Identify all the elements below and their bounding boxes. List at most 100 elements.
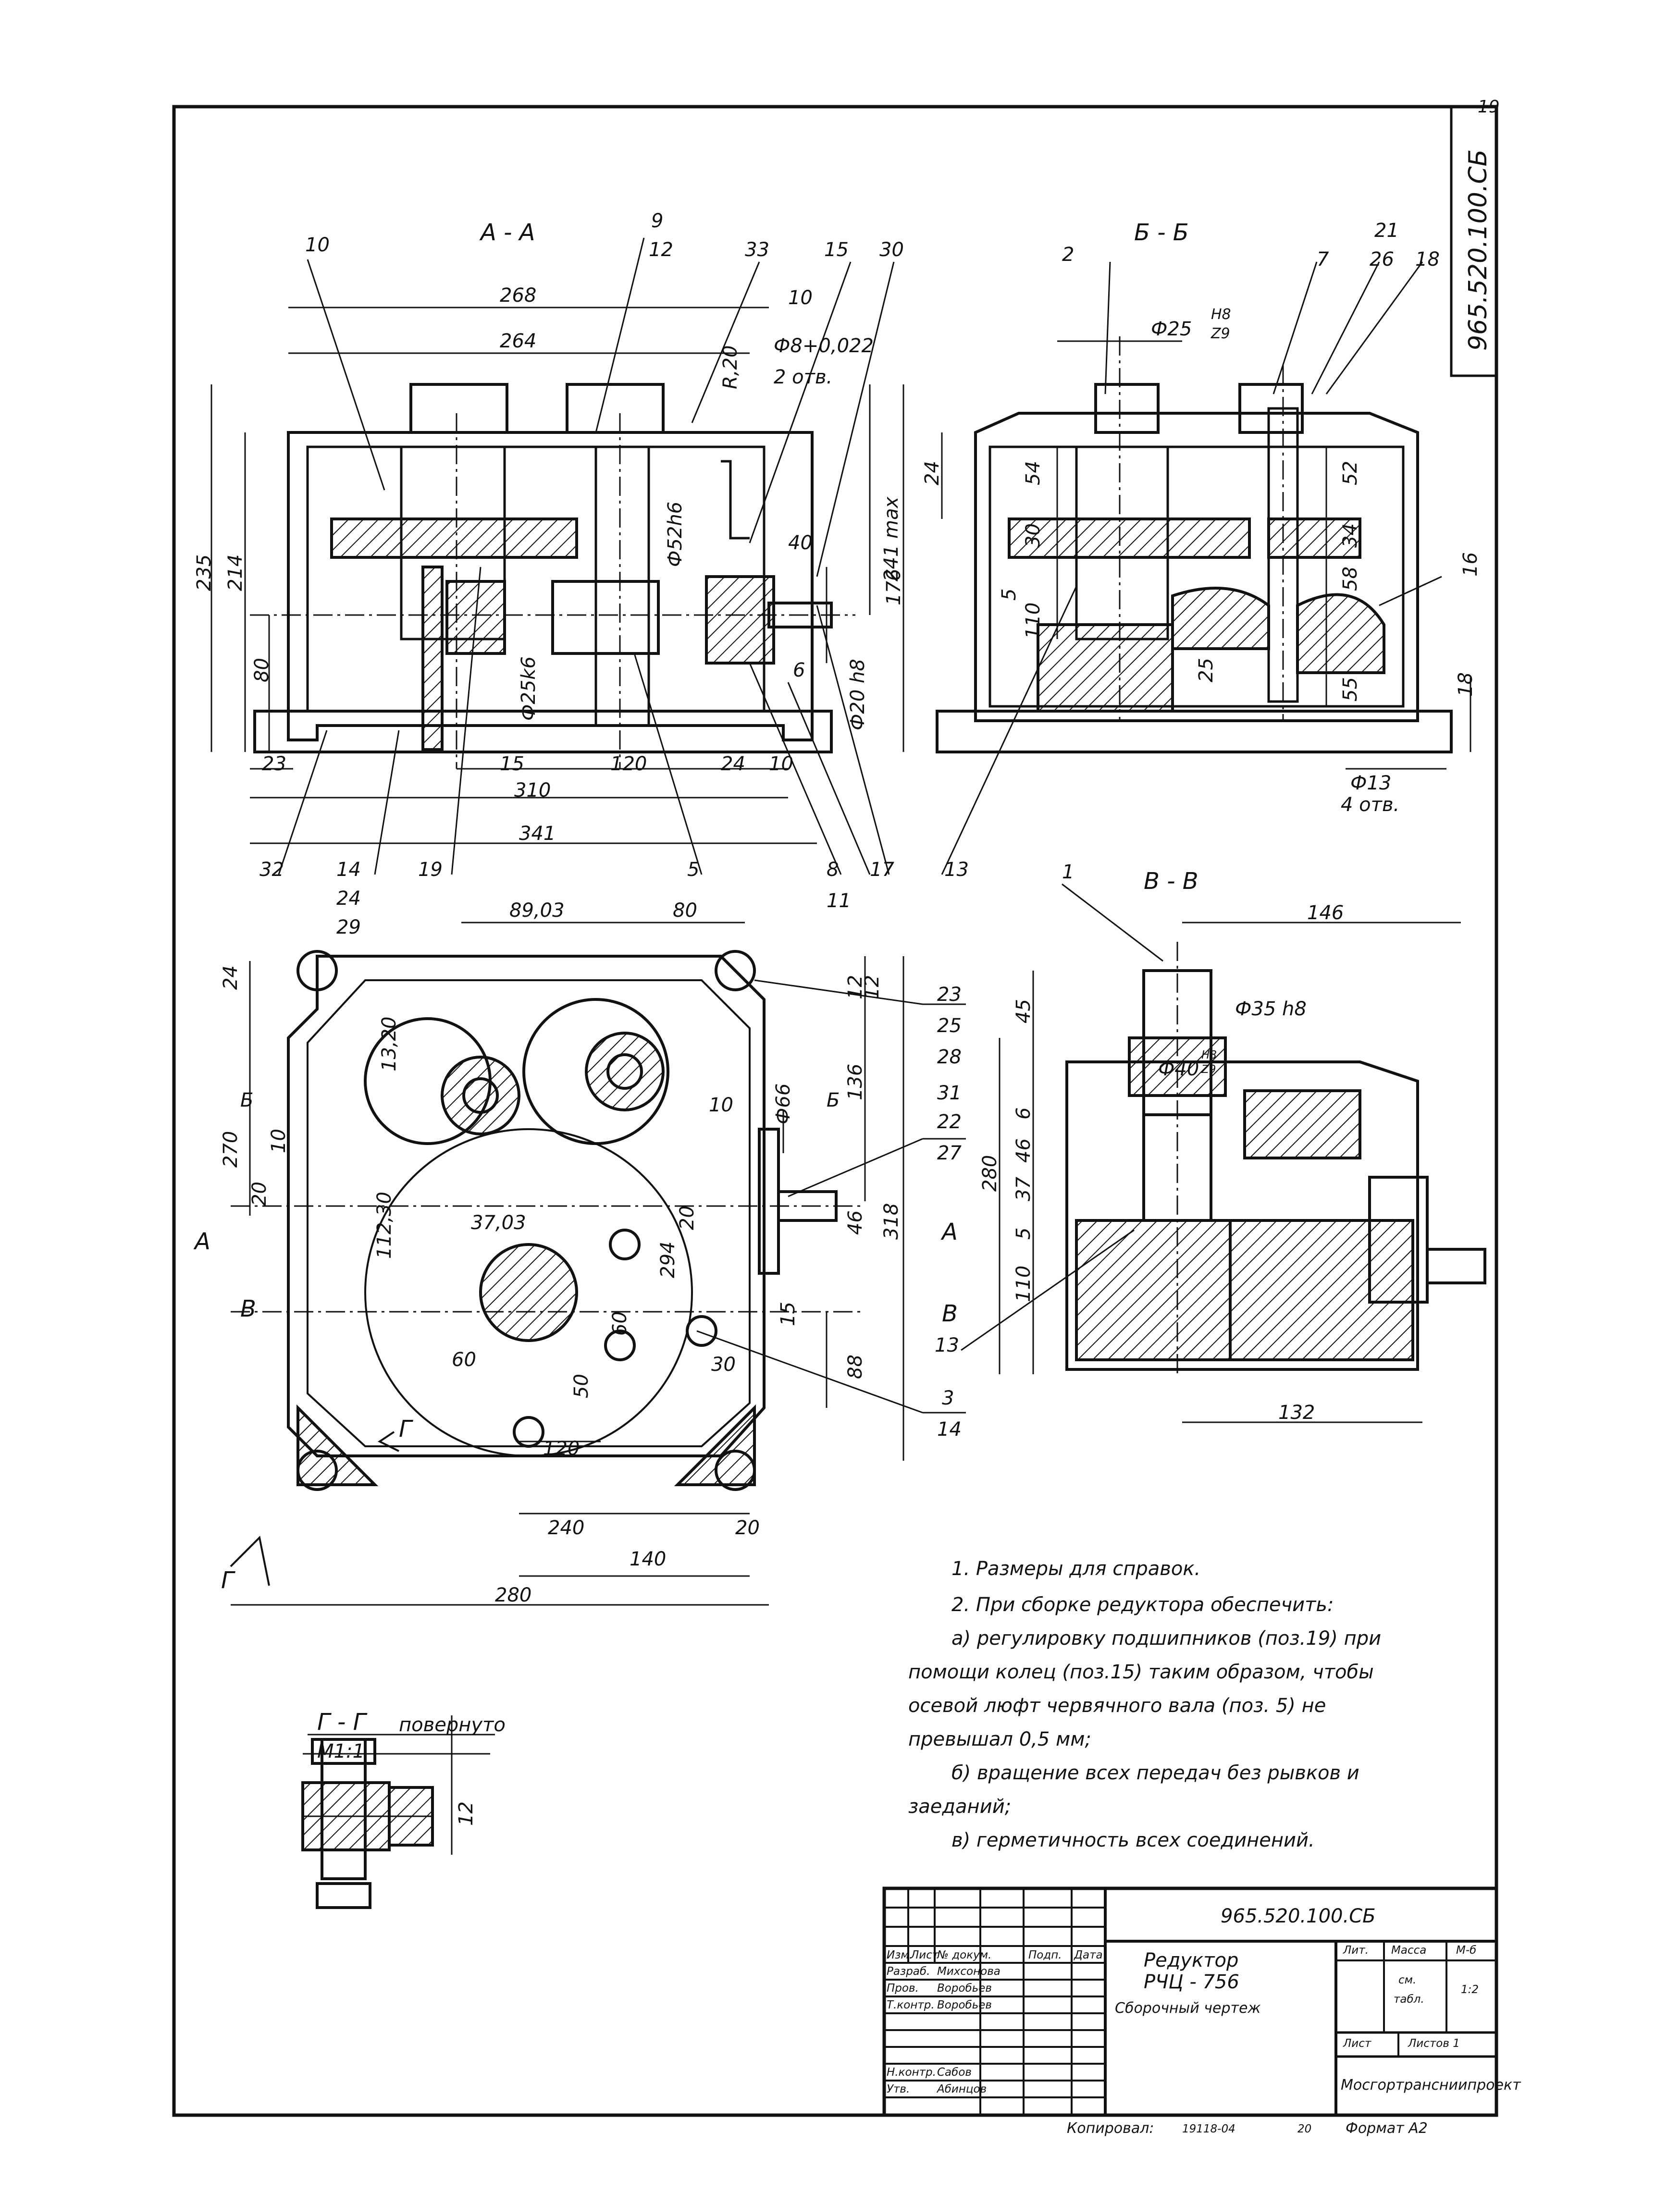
plan-dim: Ф66 — [772, 1083, 794, 1124]
aa-dim: 40 — [788, 532, 813, 554]
aa-callout: 8 — [827, 859, 839, 881]
plan-dim: 112,30 — [373, 1192, 395, 1259]
view-gg-scale: М1:1 — [317, 1740, 365, 1762]
aa-dim: 2 отв. — [774, 366, 833, 388]
bb-dim: 24 — [921, 461, 943, 485]
plan-dim: 30 — [711, 1354, 736, 1376]
view-gg-dim: 12 — [455, 1801, 477, 1826]
plan-dim: Б — [240, 1089, 254, 1111]
aa-dim: 341 — [519, 823, 556, 845]
aa-dim: 10 — [769, 753, 793, 775]
aa-callout: 32 — [259, 859, 284, 881]
plan-dim: 10 — [268, 1129, 290, 1153]
plan-dim: 50 — [570, 1374, 593, 1398]
bb-dim: 18 — [1455, 672, 1477, 697]
aa-callout: 9 — [651, 210, 664, 232]
plan-callout: 14 — [937, 1418, 962, 1441]
plan-callout: 3 — [942, 1387, 954, 1409]
bb-dim: H8 — [1211, 306, 1231, 323]
tb-org: Мосгортрансниипроект — [1341, 2077, 1521, 2094]
plan-dim: 37,03 — [471, 1212, 526, 1234]
plan-dim: 88 — [844, 1355, 866, 1379]
aa-callout: 33 — [745, 239, 769, 261]
footer-copied: Копировал: — [1067, 2120, 1154, 2137]
plan-dim: 318 — [880, 1203, 902, 1240]
plan-dim: Б — [827, 1089, 840, 1111]
vv-dim: 146 — [1307, 902, 1344, 924]
tb-lit: Лит. — [1343, 1944, 1369, 1957]
plan-dim: 280 — [495, 1584, 532, 1606]
view-aa-title: А - А — [481, 219, 535, 246]
tb-role: Пров. — [887, 1982, 919, 1995]
tb-massa-val: см. — [1398, 1974, 1417, 1986]
tb-role: Н.контр. — [887, 2066, 936, 2079]
footer-copy-no: 19118-04 — [1182, 2123, 1235, 2135]
bb-dim: 55 — [1339, 677, 1361, 702]
view-gg-title: Г - Г — [317, 1709, 366, 1736]
vv-dim: 6 — [1013, 1107, 1035, 1120]
bb-dim: 58 — [1339, 567, 1361, 591]
bb-callout: 7 — [1317, 248, 1329, 271]
vv-dim: Ф40 — [1158, 1058, 1199, 1080]
vv-dim: Z9 — [1201, 1063, 1216, 1076]
plan-dim: 46 — [844, 1210, 866, 1235]
tb-massa-val: табл. — [1394, 1993, 1424, 2006]
bb-callout: 2 — [1062, 244, 1075, 266]
view-aa — [210, 237, 895, 875]
aa-dim: 214 — [224, 554, 247, 591]
plan-dim: 80 — [673, 899, 697, 922]
bb-dim: 176 — [883, 568, 905, 605]
plan-section-mark: Г — [221, 1567, 234, 1594]
plan-dim: 120 — [543, 1438, 580, 1460]
plan-callout: 22 — [937, 1111, 962, 1133]
aa-dim: 310 — [514, 779, 551, 801]
aa-dim: 268 — [500, 284, 537, 307]
bb-dim: 25 — [1195, 658, 1217, 682]
vv-dim: 45 — [1013, 999, 1035, 1023]
tb-col-izm: Изм. — [887, 1949, 913, 1961]
plan-dim: 20 — [735, 1517, 760, 1539]
plan-dim: 240 — [548, 1517, 585, 1539]
aa-dim: 6 — [793, 659, 805, 681]
aa-dim: 264 — [500, 330, 537, 352]
plan-section-mark: А — [942, 1219, 958, 1245]
plan-callout: 23 — [937, 984, 962, 1006]
note-line: в) герметичность всех соединений. — [951, 1829, 1315, 1851]
vv-dim: Ф35 h8 — [1235, 998, 1307, 1020]
vv-dim: H8 — [1201, 1049, 1217, 1061]
aa-callout: 15 — [824, 239, 849, 261]
vv-dim: 280 — [979, 1155, 1001, 1192]
plan-section-mark: А — [195, 1228, 210, 1255]
aa-dim: 235 — [193, 554, 215, 591]
footer-format: Формат А2 — [1346, 2120, 1428, 2137]
plan-dim: 20 — [676, 1206, 698, 1230]
plan-callout: 27 — [937, 1142, 962, 1164]
aa-callout: 11 — [827, 890, 851, 912]
bb-callout: 13 — [944, 859, 969, 881]
view-bb-title: Б - Б — [1134, 219, 1189, 246]
aa-dim: R,20 — [719, 345, 741, 389]
aa-callout: 19 — [418, 859, 443, 881]
tb-name-2: РЧЦ - 756 — [1144, 1971, 1239, 1993]
tb-masshtab: М-б — [1456, 1944, 1477, 1957]
tb-sheet: Лист — [1343, 2037, 1371, 2050]
bb-dim: Ф13 — [1350, 772, 1392, 794]
plan-dim: 13,20 — [378, 1016, 400, 1072]
sheet-frame — [172, 105, 1498, 2117]
tb-massa: Масса — [1391, 1944, 1427, 1957]
tb-person: Сабов — [937, 2066, 972, 2079]
vv-callout: 1 — [1062, 861, 1075, 883]
plan-dim: 136 — [844, 1063, 866, 1100]
plan-section-mark: Г — [399, 1416, 412, 1442]
tb-person: Абинцов — [937, 2083, 987, 2095]
bb-dim: 110 — [1022, 602, 1044, 639]
plan-dim: 140 — [630, 1548, 667, 1570]
tb-scale-val: 1:2 — [1461, 1983, 1479, 1996]
aa-callout: 17 — [870, 859, 894, 881]
aa-dim: 23 — [262, 753, 286, 775]
view-gg — [301, 1715, 495, 1909]
page-number: 19 — [1478, 97, 1500, 117]
plan-dim: 10 — [709, 1094, 733, 1116]
tb-role: Разраб. — [887, 1965, 930, 1978]
